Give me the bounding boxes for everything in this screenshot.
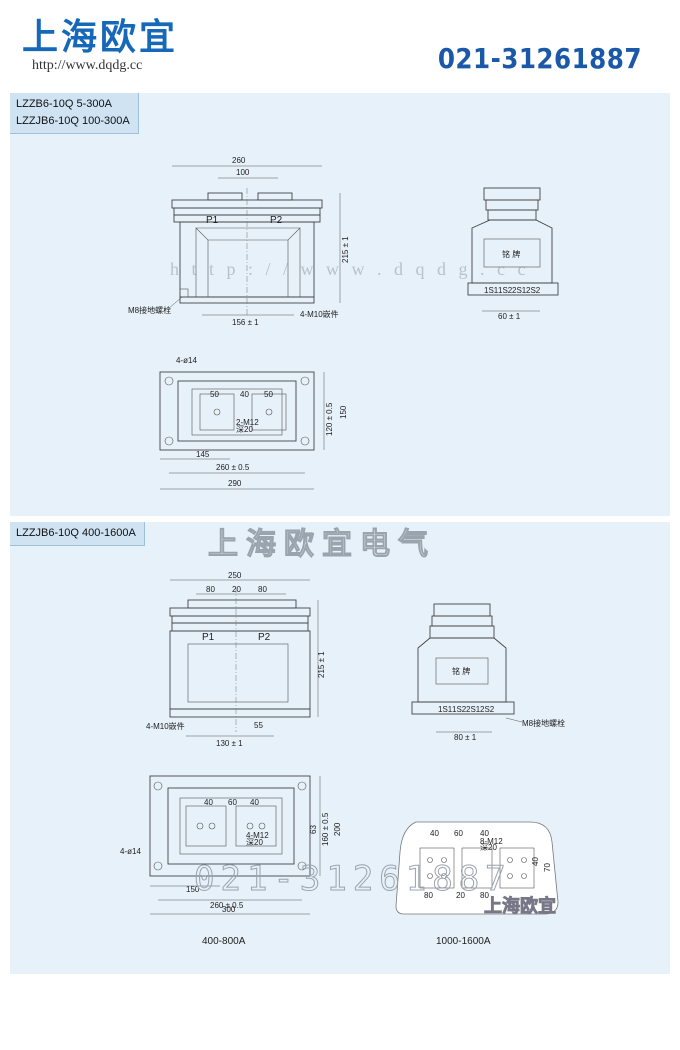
dim-60: 60 — [228, 798, 237, 807]
terminal-2s2: 2S2 — [526, 286, 541, 295]
dim-40: 40 — [430, 829, 439, 838]
holes-label: 4-ø14 — [120, 847, 141, 856]
dim-80a: 80 — [206, 585, 215, 594]
model-label: LZZJB6-10Q 400-1600A — [16, 527, 136, 539]
dim-100: 100 — [236, 168, 250, 177]
dim-50b: 50 — [264, 390, 273, 399]
plan-view: 40 60 40 4-M12 深20 4-ø14 63 160 ± 0.5 20… — [120, 775, 342, 947]
dim-150: 150 — [339, 405, 348, 419]
dim-80-side: 80 ± 1 — [454, 733, 477, 742]
dim-80: 80 — [424, 891, 433, 900]
dim-55: 55 — [254, 721, 263, 730]
ground-bolt-label: M8接地螺栓 — [128, 305, 171, 315]
insert-label: 4-M10嵌件 — [300, 309, 339, 319]
p1-label: P1 — [206, 215, 219, 226]
side-view: 铭 牌 1S1 1S2 2S1 2S2 80 ± 1 M8接地螺栓 — [411, 603, 565, 742]
dim-40: 40 — [240, 390, 249, 399]
p1-label: P1 — [202, 632, 215, 643]
dim-150: 150 — [186, 885, 200, 894]
model-label: LZZJB6-10Q 100-300A — [16, 115, 130, 127]
insert-m12: 8-M12 — [480, 837, 503, 846]
p2-label: P2 — [270, 215, 283, 226]
company-logo-text: 上海欧宜 — [22, 17, 179, 58]
model-label-box: LZZJB6-10Q 400-1600A — [10, 522, 145, 546]
dim-215: 215 ± 1 — [341, 236, 350, 263]
terminal-1s1: 1S1 — [438, 705, 453, 714]
p2-label: P2 — [258, 632, 271, 643]
url-watermark: h t t p : / / w w w . d q d g . c c — [170, 259, 529, 279]
plan-view: 4-ø14 50 40 50 2-M12 深20 120 ± 0.5 150 1… — [159, 356, 348, 490]
insert-m12: 2-M12 — [236, 418, 259, 427]
brand-header: 上海欧宜 http://www.dqdg.cc — [22, 18, 178, 74]
detail-view: 40 60 40 8-M12 深20 40 70 80 20 80 1000-1… — [395, 821, 559, 947]
brand-watermark: 上海欧宜 — [484, 895, 556, 917]
dim-63: 63 — [309, 825, 318, 834]
holes-label: 4-ø14 — [176, 356, 197, 365]
dim-300: 300 — [222, 905, 236, 914]
terminal-1s2: 1S2 — [452, 705, 467, 714]
dim-80b: 80 — [258, 585, 267, 594]
caption-400-800a: 400-800A — [202, 936, 246, 947]
dim-70-v: 70 — [543, 863, 552, 872]
phone-watermark: 021-31261887 — [194, 859, 512, 899]
dim-20: 20 — [456, 891, 465, 900]
dim-60: 60 — [454, 829, 463, 838]
dim-156: 156 ± 1 — [232, 318, 259, 327]
ground-bolt-label: M8接地螺栓 — [522, 718, 565, 728]
terminal-1s2: 1S2 — [498, 286, 513, 295]
insert-depth: 深20 — [246, 838, 263, 847]
dim-145: 145 — [196, 450, 210, 459]
dim-120: 120 ± 0.5 — [325, 402, 334, 436]
dim-160: 160 ± 0.5 — [321, 812, 330, 846]
dim-260-plan: 260 ± 0.5 — [210, 901, 244, 910]
caption-1000-1600a: 1000-1600A — [436, 936, 491, 947]
front-view: P1 P2 250 80 20 80 215 ± 1 4-M10嵌件 55 13… — [146, 571, 326, 748]
dim-215: 215 ± 1 — [317, 651, 326, 678]
dim-40: 40 — [204, 798, 213, 807]
dim-60: 60 ± 1 — [498, 312, 521, 321]
dim-200: 200 — [333, 822, 342, 836]
dim-260: 260 — [232, 156, 246, 165]
dim-130: 130 ± 1 — [216, 739, 243, 748]
nameplate-label: 铭 牌 — [502, 249, 520, 259]
dim-250: 250 — [228, 571, 242, 580]
nameplate-label: 铭 牌 — [452, 666, 470, 676]
insert-m12: 4-M12 — [246, 831, 269, 840]
dim-20: 20 — [232, 585, 241, 594]
dim-40b: 40 — [480, 829, 489, 838]
model-label: LZZB6-10Q 5-300A — [16, 98, 112, 110]
phone-number: 021-31261887 — [437, 42, 642, 75]
drawing-panel-lzzjb6: LZZJB6-10Q 400-1600A 上海欧宜电气 P1 P2 250 80… — [10, 522, 670, 974]
insert-label: 4-M10嵌件 — [146, 721, 185, 731]
dim-50a: 50 — [210, 390, 219, 399]
insert-depth: 深20 — [236, 425, 253, 434]
technical-drawing-2: 上海欧宜电气 P1 P2 250 80 20 80 215 ± 1 4-M10嵌… — [120, 527, 565, 948]
terminal-2s2: 2S2 — [480, 705, 495, 714]
dim-290: 290 — [228, 479, 242, 488]
model-label-box: LZZB6-10Q 5-300A LZZJB6-10Q 100-300A — [10, 93, 139, 134]
drawing-panel-lzzb6: LZZB6-10Q 5-300A LZZJB6-10Q 100-300A h t… — [10, 93, 670, 516]
terminal-1s1: 1S1 — [484, 286, 499, 295]
dim-40b: 40 — [250, 798, 259, 807]
insert-depth: 深20 — [480, 843, 497, 852]
dim-40-v: 40 — [531, 857, 540, 866]
front-view: P1 P2 260 100 215 ± 1 156 ± 1 M8接地螺栓 4-M… — [128, 156, 350, 327]
company-watermark: 上海欧宜电气 — [208, 527, 436, 562]
dim-80b: 80 — [480, 891, 489, 900]
dim-260-plan: 260 ± 0.5 — [216, 463, 250, 472]
terminal-2s1: 2S1 — [466, 705, 481, 714]
company-url[interactable]: http://www.dqdg.cc — [32, 58, 143, 73]
technical-drawing-1: h t t p : / / w w w . d q d g . c c P1 P… — [128, 156, 559, 490]
side-view: 铭 牌 1S1 1S2 2S1 2S2 60 ± 1 — [467, 187, 559, 321]
terminal-2s1: 2S1 — [512, 286, 527, 295]
